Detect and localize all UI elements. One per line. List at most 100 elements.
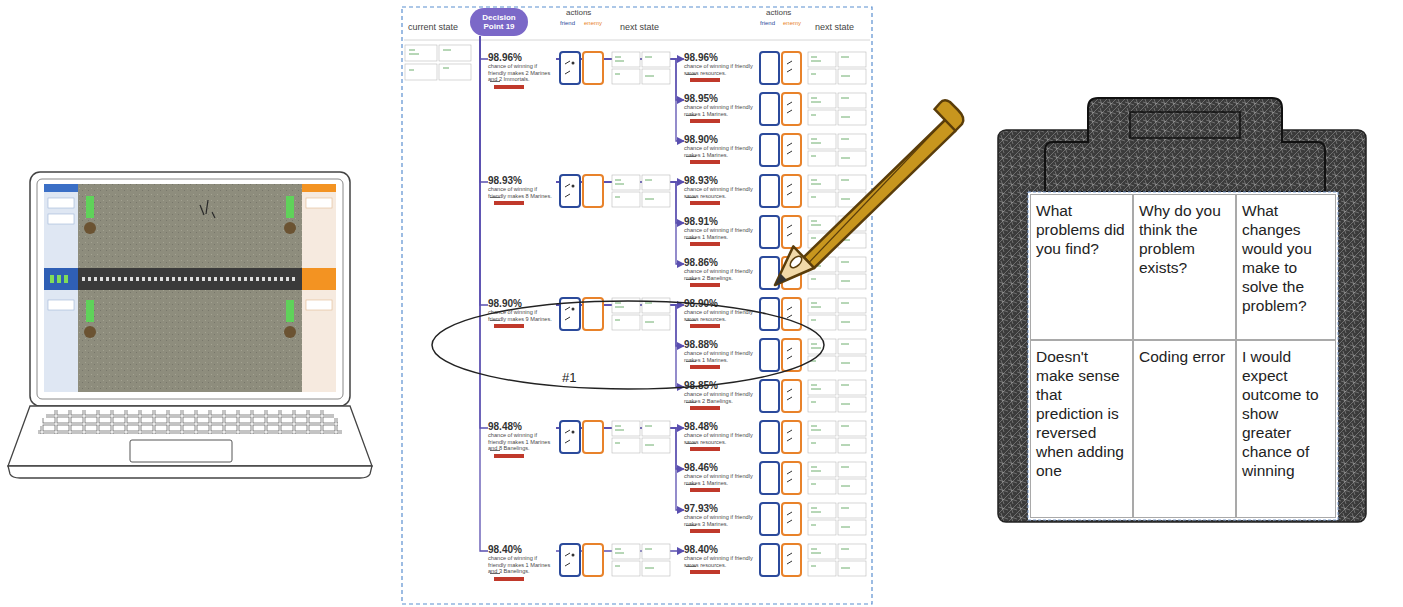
tower xyxy=(286,196,294,218)
column-header: next state xyxy=(815,22,854,32)
column-header: friend xyxy=(760,20,775,26)
column-header: actions xyxy=(566,8,591,17)
clip-detail xyxy=(1130,112,1240,138)
outcome-entry: 98.40%chance of winning if friendly make… xyxy=(488,544,556,581)
action-row xyxy=(560,544,670,576)
action-row xyxy=(760,52,866,84)
column-header: enemy xyxy=(584,20,602,26)
outcome-entry: 98.40%chance of winning if friendly save… xyxy=(684,544,756,574)
clipboard-clip xyxy=(1045,98,1325,192)
win-probability: 97.93% xyxy=(684,503,756,514)
action-row xyxy=(760,503,866,535)
win-probability: 98.40% xyxy=(684,544,756,555)
panel-item xyxy=(48,300,74,310)
lane-track xyxy=(78,268,302,290)
state-thumbnail xyxy=(405,64,437,80)
outcome-entry: 98.48%chance of winning if friendly save… xyxy=(684,421,756,451)
laptop-illustration xyxy=(8,172,372,478)
state-thumbnail xyxy=(439,45,471,61)
win-probability: 98.46% xyxy=(684,462,756,473)
base xyxy=(84,326,96,338)
tower xyxy=(86,196,94,218)
unit-mark xyxy=(64,275,68,283)
action-row xyxy=(760,175,866,207)
action-row xyxy=(560,52,670,84)
win-probability: 98.88% xyxy=(684,339,756,350)
outcome-entry: 98.46%chance of winning if friendly make… xyxy=(684,462,756,492)
panel-item xyxy=(306,300,332,310)
tree-panel xyxy=(402,7,872,604)
laptop-edge xyxy=(8,466,372,478)
score-bar xyxy=(494,324,524,328)
action-row xyxy=(760,339,866,371)
key-row xyxy=(46,410,334,418)
friend-panel xyxy=(44,184,78,392)
friend-band xyxy=(44,268,78,290)
score-bar xyxy=(690,160,720,164)
unit-mark xyxy=(50,275,54,283)
action-row xyxy=(760,462,866,494)
enemy-band xyxy=(302,268,336,290)
score-bar xyxy=(690,242,720,246)
laptop-lid xyxy=(30,172,350,406)
state-thumbnail xyxy=(405,45,437,61)
action-row xyxy=(560,298,670,330)
win-probability: 98.48% xyxy=(488,421,556,432)
tree-connector xyxy=(480,36,488,182)
action-row xyxy=(760,380,866,412)
win-probability: 98.48% xyxy=(684,421,756,432)
base xyxy=(284,222,296,234)
key-row xyxy=(38,426,342,434)
outcome-entry: 98.96%chance of winning if friendly save… xyxy=(684,52,756,82)
decision-label: Decision Point 19 xyxy=(473,13,525,31)
pencil-cap xyxy=(935,100,964,131)
outcome-entry: 98.95%chance of winning if friendly make… xyxy=(684,93,756,123)
score-bar xyxy=(690,119,720,123)
win-probability: 98.93% xyxy=(488,175,556,186)
decision-point-pill: Decision Point 19 xyxy=(470,8,528,36)
table-cell: I would expect outcome to show greater c… xyxy=(1236,340,1336,518)
game-screen xyxy=(44,184,336,392)
outcome-entry: 98.85%chance of winning if friendly make… xyxy=(684,380,756,410)
score-bar xyxy=(494,85,524,89)
score-bar xyxy=(690,570,720,574)
win-probability: 98.90% xyxy=(488,298,556,309)
action-row xyxy=(760,93,866,125)
laptop-bezel xyxy=(37,179,343,399)
score-bar xyxy=(494,201,524,205)
table-cell: Doesn't make sense that prediction is re… xyxy=(1030,340,1133,518)
tower xyxy=(86,300,94,322)
column-header: current state xyxy=(408,22,458,32)
callout-number: #1 xyxy=(562,370,576,385)
outcome-entry: 98.96%chance of winning if friendly make… xyxy=(488,52,556,89)
score-bar xyxy=(690,324,720,328)
clipboard-illustration xyxy=(998,98,1366,522)
win-probability: 98.90% xyxy=(684,298,756,309)
panel-item xyxy=(48,214,74,224)
pencil-lead xyxy=(775,273,787,285)
win-probability: 98.86% xyxy=(684,257,756,268)
base xyxy=(84,222,96,234)
win-probability: 98.96% xyxy=(684,52,756,63)
score-bar xyxy=(690,447,720,451)
base xyxy=(284,326,296,338)
field-bottom xyxy=(78,290,302,392)
outcome-entry: 98.88%chance of winning if friendly make… xyxy=(684,339,756,369)
score-bar xyxy=(690,529,720,533)
outcome-entry: 98.90%chance of winning if friendly make… xyxy=(684,134,756,164)
laptop-base xyxy=(8,406,372,466)
action-row xyxy=(760,216,866,248)
win-probability: 98.96% xyxy=(488,52,556,63)
outcome-entry: 98.48%chance of winning if friendly make… xyxy=(488,421,556,458)
paper-sheet xyxy=(1028,192,1338,520)
panel-item xyxy=(48,198,74,208)
friend-header xyxy=(44,184,78,192)
score-bar xyxy=(494,454,524,458)
enemy-panel xyxy=(302,184,336,392)
outcome-entry: 98.93%chance of winning if friendly save… xyxy=(684,175,756,205)
key-row xyxy=(42,418,338,426)
pencil-highlight xyxy=(788,254,804,269)
score-bar xyxy=(690,365,720,369)
pencil-stripe xyxy=(809,120,945,263)
score-bar xyxy=(494,577,524,581)
